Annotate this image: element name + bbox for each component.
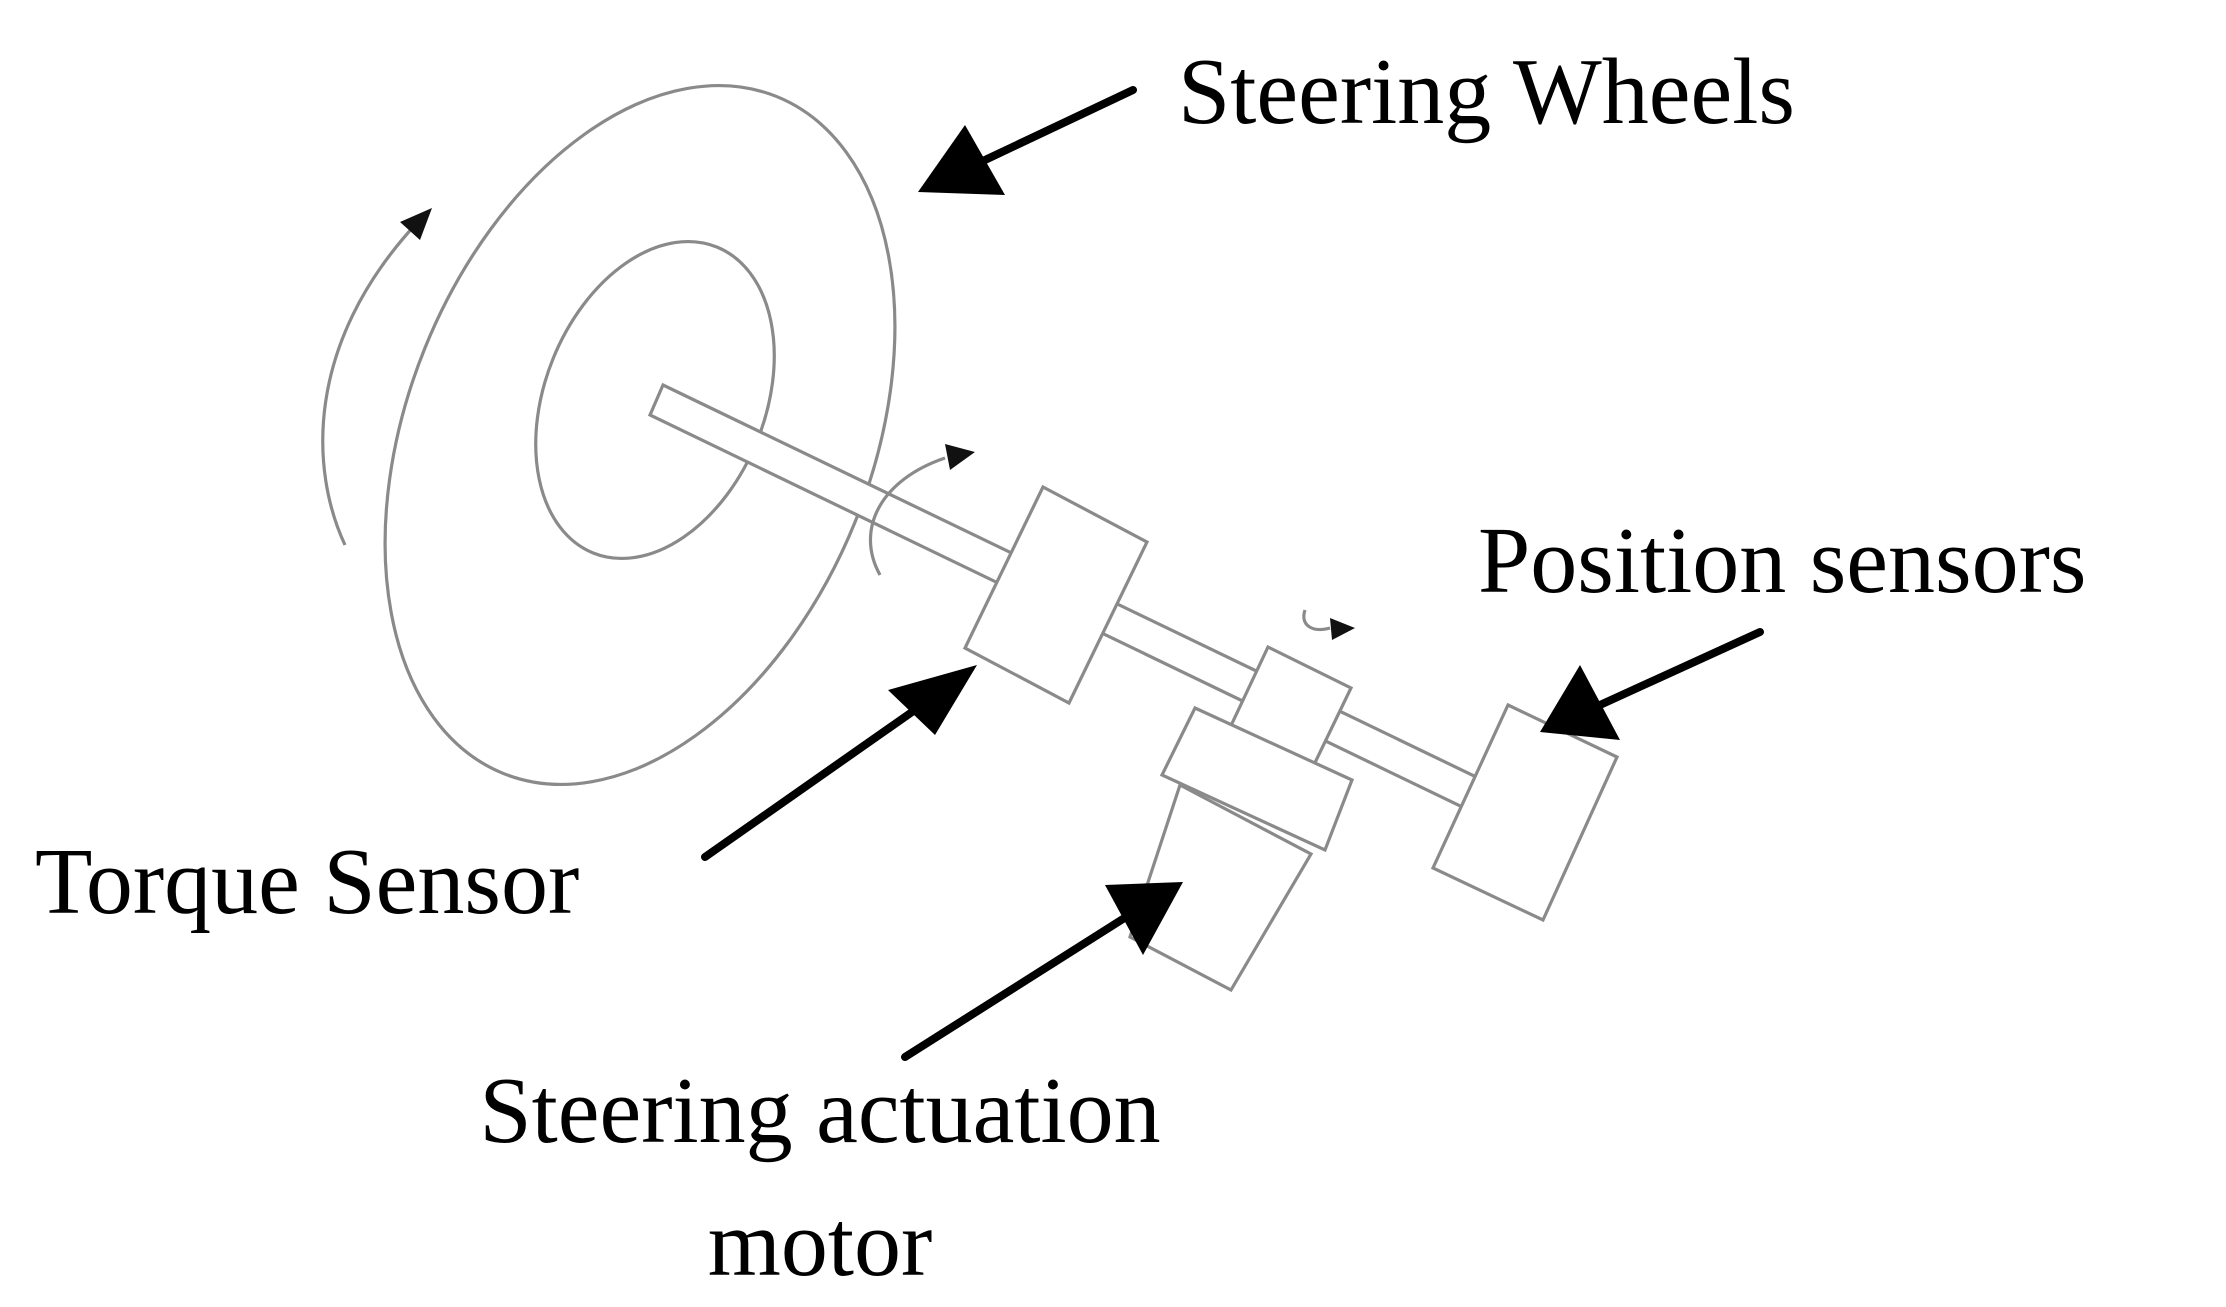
shaft-rotation-arrow-icon <box>868 444 975 576</box>
position-sensor-block-icon <box>1430 702 1620 923</box>
position-sensors-label: Position sensors <box>1478 509 2086 613</box>
actuation-motor-label-line1: Steering actuation <box>479 1059 1160 1163</box>
torque-sensor-block-icon <box>962 484 1150 706</box>
actuation-motor-pointer-arrow-icon <box>901 882 1183 1061</box>
actuation-motor-label-line2: motor <box>708 1192 933 1296</box>
torque-sensor-label: Torque Sensor <box>35 830 579 934</box>
steering-wheels-label: Steering Wheels <box>1178 40 1795 144</box>
wheel-rotation-arrow-icon <box>321 208 432 546</box>
gear-rotation-arrow-icon <box>1302 609 1355 640</box>
position-sensors-pointer-arrow-icon <box>1540 628 1764 740</box>
actuation-motor-block-icon <box>1128 644 1355 993</box>
steering-wheels-pointer-arrow-icon <box>918 86 1137 195</box>
torque-sensor-pointer-arrow-icon <box>701 665 977 861</box>
